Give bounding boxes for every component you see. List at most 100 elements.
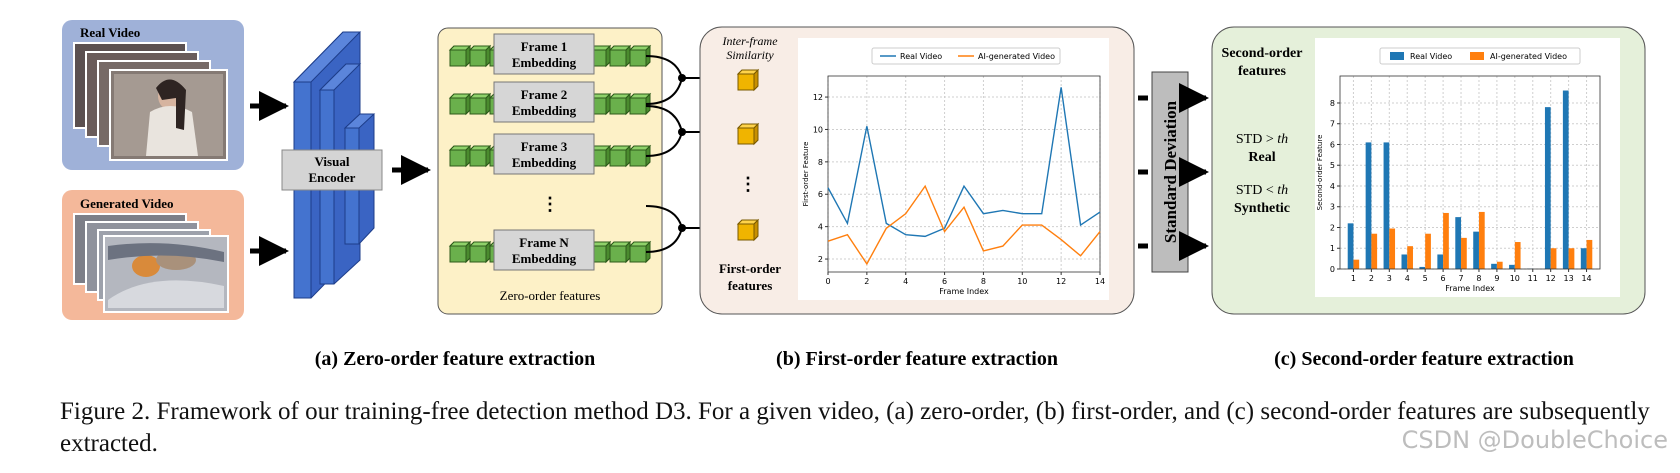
embedding-ellipsis: ⋮ [541,194,559,214]
x-tick-label: 4 [903,277,908,286]
y-tick-label: 4 [818,223,823,232]
bar [1437,254,1444,269]
bar [1461,237,1467,269]
embedding-label: Embedding [512,155,577,170]
bar [1371,233,1378,269]
y-tick-label: 8 [818,158,823,167]
bar [1347,223,1354,269]
bar [1491,263,1497,269]
frame-embedding-box [493,81,595,123]
bar [1443,212,1449,269]
bar [1514,242,1521,269]
y-tick-label: 0 [1330,265,1335,274]
legend-entry: Real Video [1410,52,1452,61]
x-tick-label: 12 [1056,277,1066,286]
x-axis-label: Frame Index [939,287,989,296]
y-tick-label: 1 [1330,244,1335,253]
x-tick-label: 14 [1095,277,1105,286]
first-order-label-line2: features [728,278,773,293]
second-order-title-line2: features [1238,64,1286,79]
y-tick-label: 3 [1330,203,1335,212]
bar [1509,264,1515,269]
x-tick-label: 3 [1387,274,1392,283]
bar [1562,90,1569,269]
bar [1478,211,1485,269]
x-tick-label: 13 [1564,274,1574,283]
series-line [827,87,1101,238]
y-tick-label: 2 [1330,223,1335,232]
embedding-cube-icon [608,92,632,116]
bar [1496,261,1503,269]
frame-embedding-box [493,133,595,175]
bar [1586,239,1593,269]
embedding-cube-icon [608,144,632,168]
encoder-label-line1: Visual [315,154,350,169]
embedding-cube-icon [628,144,652,168]
x-tick-label: 6 [1441,274,1446,283]
embedding-label: Embedding [512,55,577,70]
embedding-cube-icon [448,92,472,116]
generated-video-frames [73,213,229,313]
first-order-label-line1: First-order [719,261,781,276]
similarity-label-line2: Similarity [726,48,774,62]
y-tick-label: 8 [1330,99,1335,108]
bar [1407,246,1413,269]
y-tick-label: 10 [813,125,823,134]
y-axis-label: First-order Feature [802,142,810,207]
y-tick-label: 6 [818,190,823,199]
plot-frame [1339,75,1601,270]
real-video-label: Real Video [80,25,140,40]
x-tick-label: 12 [1546,274,1556,283]
embedding-cube-icon [468,144,492,168]
real-video-frames [73,42,228,161]
embedding-cube-icon [628,44,652,68]
bar [1580,248,1587,269]
legend-swatch [1390,52,1404,60]
visual-encoder: Visual Encoder [281,31,383,299]
second-order-title-line1: Second-order [1222,46,1303,61]
x-tick-label: 2 [864,277,869,286]
embedding-cube-icon [448,240,472,264]
rule-synthetic-condition: STD < th [1236,183,1288,198]
figure-caption: Figure 2. Framework of our training-free… [60,398,1650,457]
bar [1544,107,1551,270]
embedding-label: Embedding [512,251,577,266]
similarity-label-line1: Inter-frame [721,34,778,48]
plot-frame [827,75,1101,273]
caption-panel-c: (c) Second-order feature extraction [1274,348,1574,370]
frame-label: Frame N [519,235,569,250]
x-tick-label: 9 [1494,274,1499,283]
embedding-cube-icon [448,144,472,168]
bar [1425,233,1431,269]
x-tick-label: 1 [1351,274,1356,283]
legend-entry: AI-generated Video [1490,52,1567,61]
embedding-cube-icon [628,240,652,264]
x-tick-label: 7 [1458,274,1463,283]
y-axis-label: Second-order Feature [1316,135,1324,211]
embedding-cube-icon [448,44,472,68]
standard-deviation-label: Standard Deviation [1161,100,1180,243]
y-tick-label: 7 [1330,120,1335,129]
bar [1365,142,1372,269]
embedding-cube-icon [628,92,652,116]
caption-panel-a: (a) Zero-order feature extraction [315,348,595,370]
chart-legend: Real Video AI-generated Video [1379,47,1581,65]
x-tick-label: 8 [1476,274,1481,283]
legend-swatch [1470,52,1484,60]
zero-order-label: Zero-order features [500,288,601,303]
bar [1455,217,1462,269]
y-tick-label: 12 [813,93,823,102]
frame-label: Frame 1 [521,39,568,54]
x-tick-label: 11 [1528,274,1538,283]
series-line [827,184,1101,266]
bar [1419,266,1426,269]
frame-embedding-box [493,229,595,271]
